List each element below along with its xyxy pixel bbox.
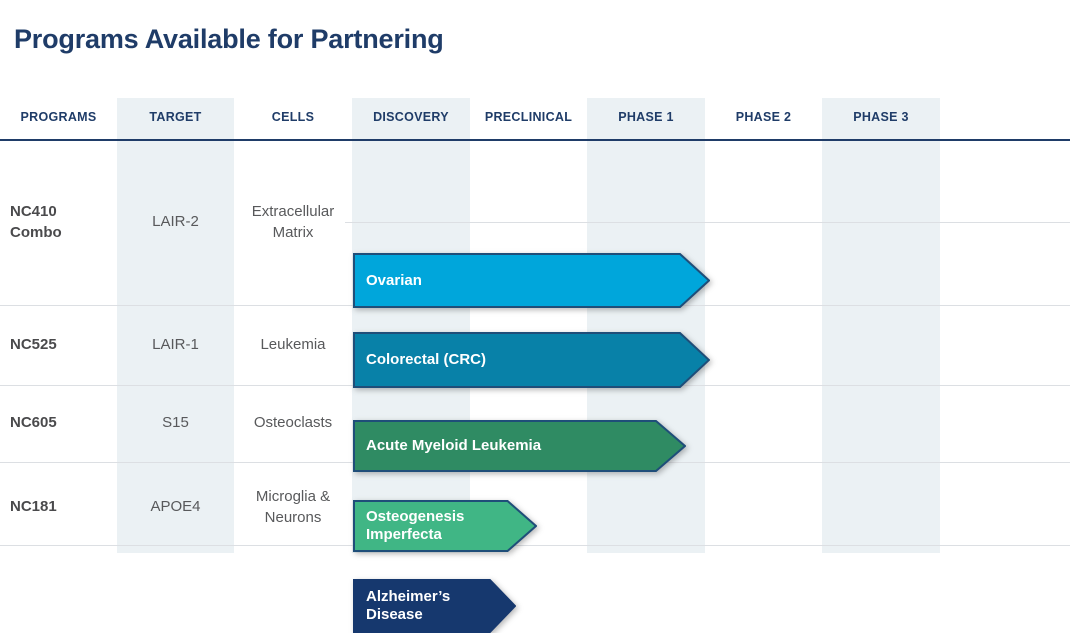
program-bar[interactable]: Osteogenesis Imperfecta	[353, 500, 537, 552]
cell-target-row-1: LAIR-2	[152, 213, 199, 231]
program-bar-label: Colorectal (CRC)	[366, 351, 487, 369]
program-bar[interactable]: Alzheimer’s Disease	[353, 579, 516, 633]
header-underline	[0, 139, 1070, 141]
program-bar[interactable]: Ovarian	[353, 253, 710, 308]
column-band-discovery	[352, 98, 470, 553]
pipeline-table: PROGRAMS TARGET CELLS DISCOVERY PRECLINICAL P…	[0, 98, 1080, 633]
row-separator	[0, 545, 1070, 546]
cell-cells-row-4: Microglia & Neurons	[255, 488, 331, 526]
column-header-cells: CELLS	[271, 110, 315, 124]
cell-program-row-3: NC605	[10, 414, 57, 432]
page-title: Programs Available for Partnering	[14, 24, 444, 55]
column-band-phase-3	[822, 98, 940, 553]
program-bar-label: Alzheimer’s Disease	[366, 588, 451, 623]
column-header-phase-3: PHASE 3	[853, 110, 909, 124]
column-header-programs: PROGRAMS	[20, 110, 97, 124]
column-band-target	[117, 98, 234, 553]
cell-cells-row-2: Leukemia	[260, 335, 326, 353]
arrow-shape-icon	[353, 500, 537, 552]
column-header-discovery: DISCOVERY	[373, 110, 449, 124]
column-header-phase-2: PHASE 2	[735, 110, 792, 124]
arrow-shape-icon	[353, 253, 710, 308]
row-separator	[345, 222, 1070, 223]
cell-cells-row-3: Osteoclasts	[253, 414, 333, 432]
arrow-shape-icon	[353, 332, 710, 388]
column-header-preclinical: PRECLINICAL	[484, 110, 573, 124]
column-band-phase-1	[587, 98, 705, 553]
program-bar-label: Osteogenesis Imperfecta	[366, 508, 465, 543]
column-header-phase-1: PHASE 1	[618, 110, 674, 124]
table-header-row: PROGRAMS TARGET CELLS DISCOVERY PRECLINICAL P…	[0, 98, 1080, 140]
program-bar-label: Acute Myeloid Leukemia	[366, 437, 542, 455]
cell-cells-row-1: Extracellular Matrix	[251, 203, 335, 241]
column-header-target: TARGET	[149, 110, 202, 124]
cell-target-row-4: APOE4	[150, 498, 201, 516]
cell-target-row-2: LAIR-1	[152, 335, 199, 353]
program-bar[interactable]: Acute Myeloid Leukemia	[353, 420, 686, 472]
cell-program-row-1: NC410 Combo	[10, 203, 62, 241]
arrow-shape-icon	[353, 420, 686, 472]
cell-target-row-3: S15	[162, 414, 189, 432]
program-bar[interactable]: Colorectal (CRC)	[353, 332, 710, 388]
cell-program-row-2: NC525	[10, 335, 57, 353]
cell-program-row-4: NC181	[10, 498, 57, 516]
program-bar-label: Ovarian	[366, 271, 422, 289]
